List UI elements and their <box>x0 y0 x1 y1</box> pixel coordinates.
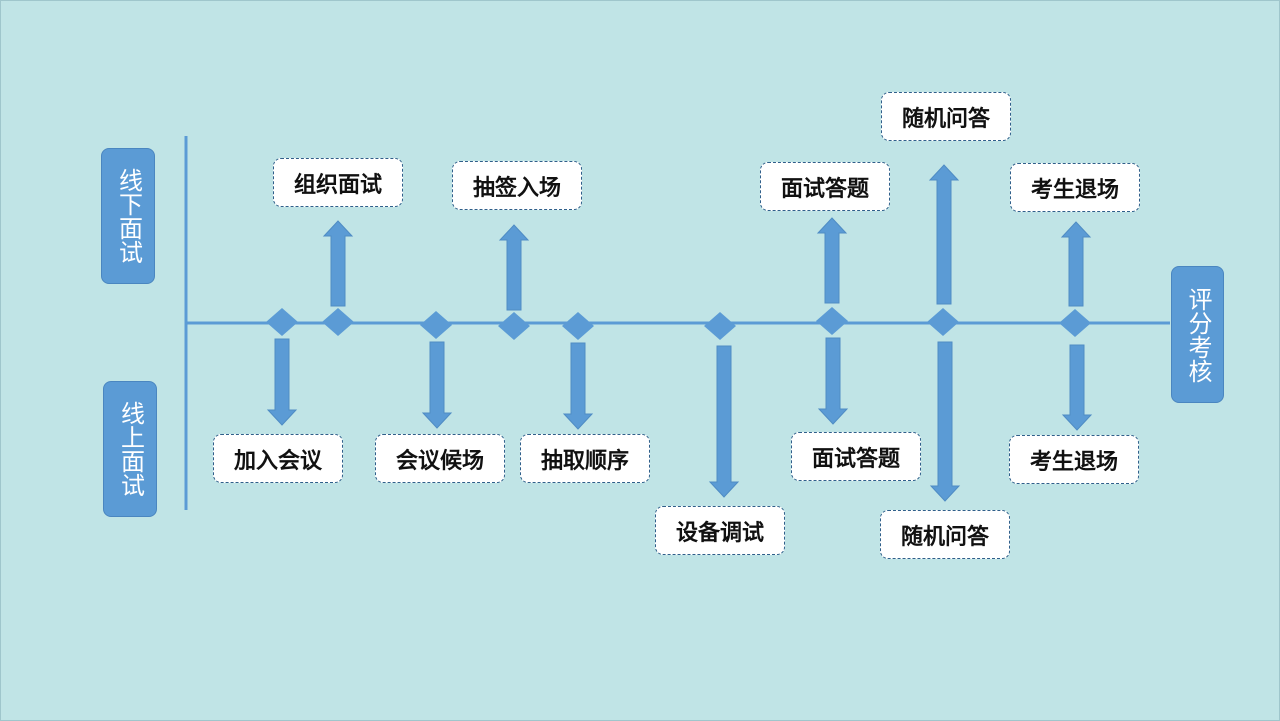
arrow-up <box>816 217 848 304</box>
online-step-waiting: 会议候场 <box>375 434 505 483</box>
arrow-down <box>929 341 961 502</box>
online-interview-label: 线上面试 <box>103 381 157 517</box>
online-step-device-test: 设备调试 <box>655 506 785 555</box>
diamond-node <box>266 308 298 336</box>
diamond-node <box>1059 309 1091 337</box>
diamond-node <box>498 312 530 340</box>
offline-step-random-qa: 随机问答 <box>881 92 1011 141</box>
offline-step-organize: 组织面试 <box>273 158 403 207</box>
offline-step-answer: 面试答题 <box>760 162 890 211</box>
step-label: 面试答题 <box>780 176 869 202</box>
step-label: 面试答题 <box>811 446 900 472</box>
offline-step-exit: 考生退场 <box>1010 163 1140 212</box>
diamond-node <box>704 312 736 340</box>
arrow-up <box>322 220 354 307</box>
arrow-up <box>1060 221 1092 307</box>
arrow-up <box>498 224 530 311</box>
online-step-random-qa: 随机问答 <box>880 510 1010 559</box>
arrow-down <box>817 337 849 425</box>
step-label: 会议候场 <box>395 448 484 474</box>
offline-interview-label: 线下面试 <box>101 148 155 284</box>
offline-step-draw-lots: 抽签入场 <box>452 161 582 210</box>
online-step-answer: 面试答题 <box>791 432 921 481</box>
up-arrows <box>322 164 1092 311</box>
diamond-node <box>816 307 848 335</box>
arrow-down <box>562 342 594 430</box>
timeline-diamonds <box>266 307 1091 340</box>
arrow-down <box>421 341 453 429</box>
step-label: 考生退场 <box>1029 449 1118 475</box>
step-label: 考生退场 <box>1030 177 1119 203</box>
online-step-draw-order: 抽取顺序 <box>520 434 650 483</box>
step-label: 抽取顺序 <box>540 448 629 474</box>
scoring-label: 评分考核 <box>1171 266 1224 403</box>
online-step-exit: 考生退场 <box>1009 435 1139 484</box>
down-arrows <box>266 337 1093 502</box>
step-label: 设备调试 <box>675 520 764 546</box>
arrow-down <box>708 345 740 498</box>
arrow-down <box>266 338 298 426</box>
step-label: 随机问答 <box>900 524 989 550</box>
diamond-node <box>322 308 354 336</box>
step-label: 抽签入场 <box>472 175 561 201</box>
online-interview-text: 线上面试 <box>116 401 145 497</box>
step-label: 随机问答 <box>901 106 990 132</box>
arrow-up <box>928 164 960 305</box>
diamond-node <box>420 311 452 339</box>
arrow-down <box>1061 344 1093 431</box>
offline-interview-text: 线下面试 <box>114 168 143 264</box>
diamond-node <box>927 308 959 336</box>
step-label: 组织面试 <box>293 172 382 198</box>
step-label: 加入会议 <box>233 448 322 474</box>
scoring-text: 评分考核 <box>1184 286 1212 383</box>
online-step-join-meeting: 加入会议 <box>213 434 343 483</box>
diamond-node <box>562 312 594 340</box>
